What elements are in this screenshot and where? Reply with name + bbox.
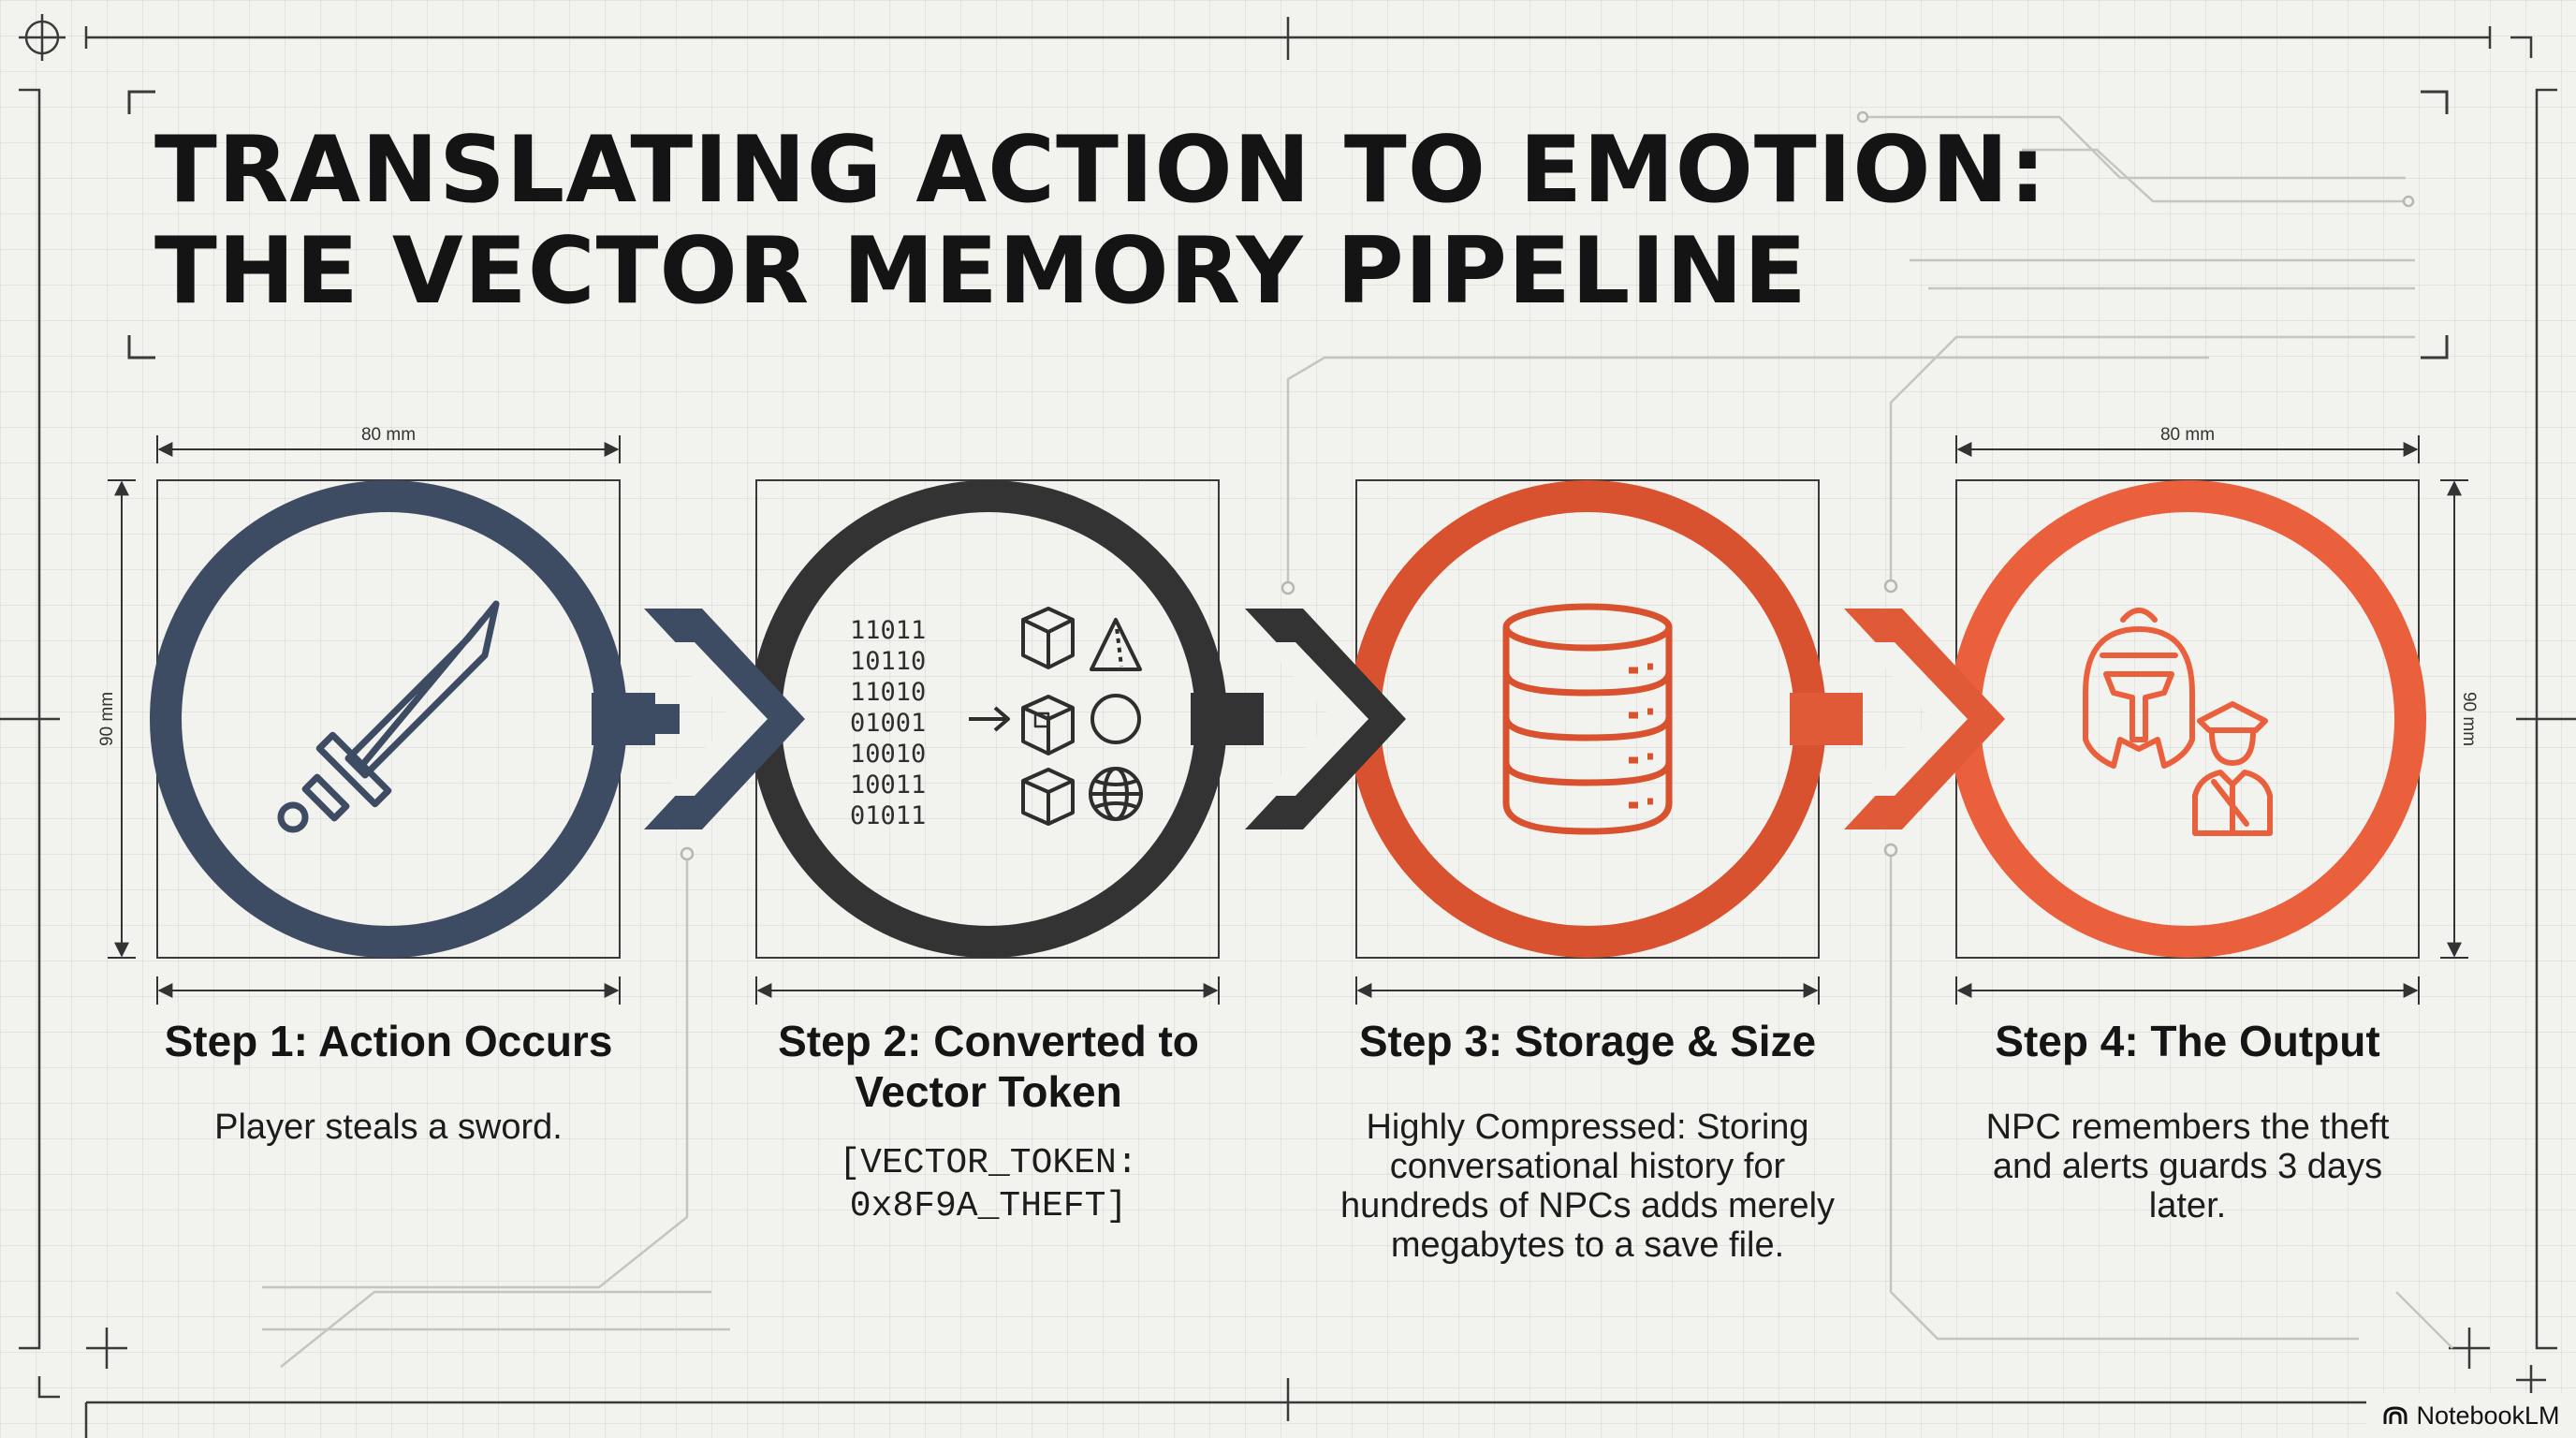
- helmet-and-guard-icon: [2083, 608, 2273, 836]
- notebooklm-label: NotebookLM: [2416, 1401, 2560, 1430]
- step2-token-line-2: 0x8F9A_THEFT]: [849, 1186, 1128, 1226]
- step1-title: Step 1: Action Occurs: [164, 1017, 613, 1065]
- step1-description: Player steals a sword.: [214, 1108, 563, 1147]
- binary-row: 01001: [850, 709, 926, 738]
- step2-token-line-1: [VECTOR_TOKEN:: [839, 1143, 1138, 1183]
- step4-title: Step 4: The Output: [1995, 1017, 2380, 1065]
- circuit-traces: [262, 115, 2453, 1368]
- step3-title: Step 3: Storage & Size: [1358, 1017, 1817, 1065]
- height-dimension-label: 90 mm: [2459, 692, 2479, 746]
- step4-ring: [1949, 480, 2426, 958]
- title-brackets: [127, 90, 2449, 360]
- step2-description: [VECTOR_TOKEN: 0x8F9A_THEFT]: [726, 1142, 1251, 1228]
- width-dimension-label: 80 mm: [2160, 425, 2215, 445]
- binary-row: 01011: [850, 801, 926, 830]
- sword-icon: [277, 600, 500, 833]
- binary-row: 10110: [850, 647, 926, 676]
- circuit-nodes: [680, 110, 2415, 861]
- binary-row: 10011: [850, 770, 926, 800]
- blueprint-frame: [0, 17, 2576, 1438]
- height-dimension-label: 90 mm: [97, 692, 117, 746]
- registration-marks: [86, 1328, 2546, 1395]
- title-line-2: THE VECTOR MEMORY PIPELINE: [154, 218, 1808, 325]
- width-dimension-label: 80 mm: [361, 425, 416, 445]
- dimension-lines: [108, 435, 2468, 1005]
- database-icon: [1502, 603, 1673, 835]
- page-title: TRANSLATING ACTION TO EMOTION: THE VECTO…: [154, 120, 2047, 322]
- binary-row: 10010: [850, 740, 926, 769]
- crosshair-icon: [19, 14, 66, 61]
- notebooklm-badge: NotebookLM: [2366, 1393, 2576, 1438]
- step2-title: Step 2: Converted to Vector Token: [778, 1017, 1199, 1116]
- connector-arrow-icon: [1790, 609, 2005, 829]
- step3-description: Highly Compressed: Storing conversationa…: [1339, 1108, 1836, 1265]
- title-line-1: TRANSLATING ACTION TO EMOTION:: [154, 117, 2047, 224]
- step3-ring: [1349, 480, 1826, 958]
- binary-row: 11011: [850, 616, 926, 645]
- connector-arrow-icon: [1191, 609, 1406, 829]
- connector-arrow-icon: [592, 609, 805, 829]
- notebooklm-logo-icon: [2383, 1406, 2408, 1424]
- binary-row: 11010: [850, 678, 926, 707]
- step4-description: NPC remembers the theft and alerts guard…: [1985, 1108, 2390, 1225]
